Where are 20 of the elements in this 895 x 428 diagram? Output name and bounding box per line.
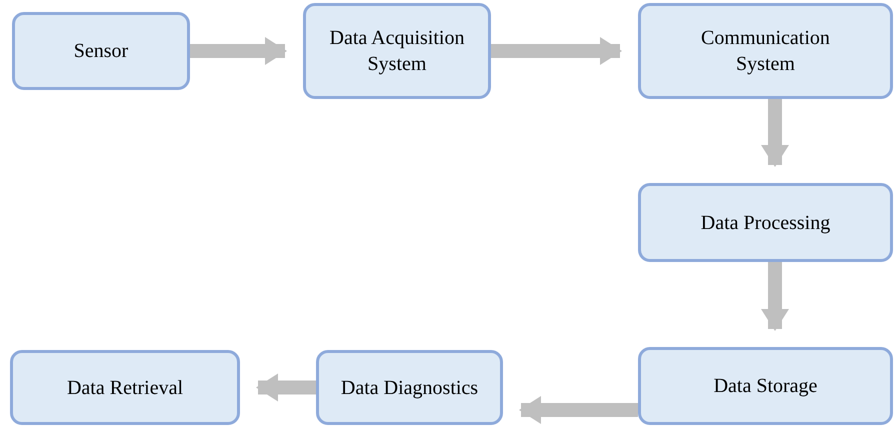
arrow	[519, 396, 638, 424]
process-box	[303, 3, 491, 99]
box-label: Data Diagnostics	[340, 376, 478, 400]
arrow	[190, 37, 287, 65]
box-label: Sensor	[74, 39, 128, 64]
box-label: Data Retrieval	[66, 376, 184, 400]
box-label: Data Processing	[700, 210, 830, 236]
process-box	[638, 3, 893, 99]
process-box	[10, 350, 240, 425]
box-label: Data Acquisition System	[328, 26, 466, 77]
process-box	[12, 12, 190, 90]
arrow	[761, 99, 789, 167]
process-box	[638, 183, 893, 262]
arrow	[761, 262, 789, 331]
arrow	[256, 374, 316, 402]
arrow	[491, 37, 622, 65]
box-label: Communication System	[700, 26, 831, 77]
process-box	[638, 347, 893, 425]
box-label: Data Storage	[714, 374, 818, 399]
process-box	[316, 350, 503, 425]
